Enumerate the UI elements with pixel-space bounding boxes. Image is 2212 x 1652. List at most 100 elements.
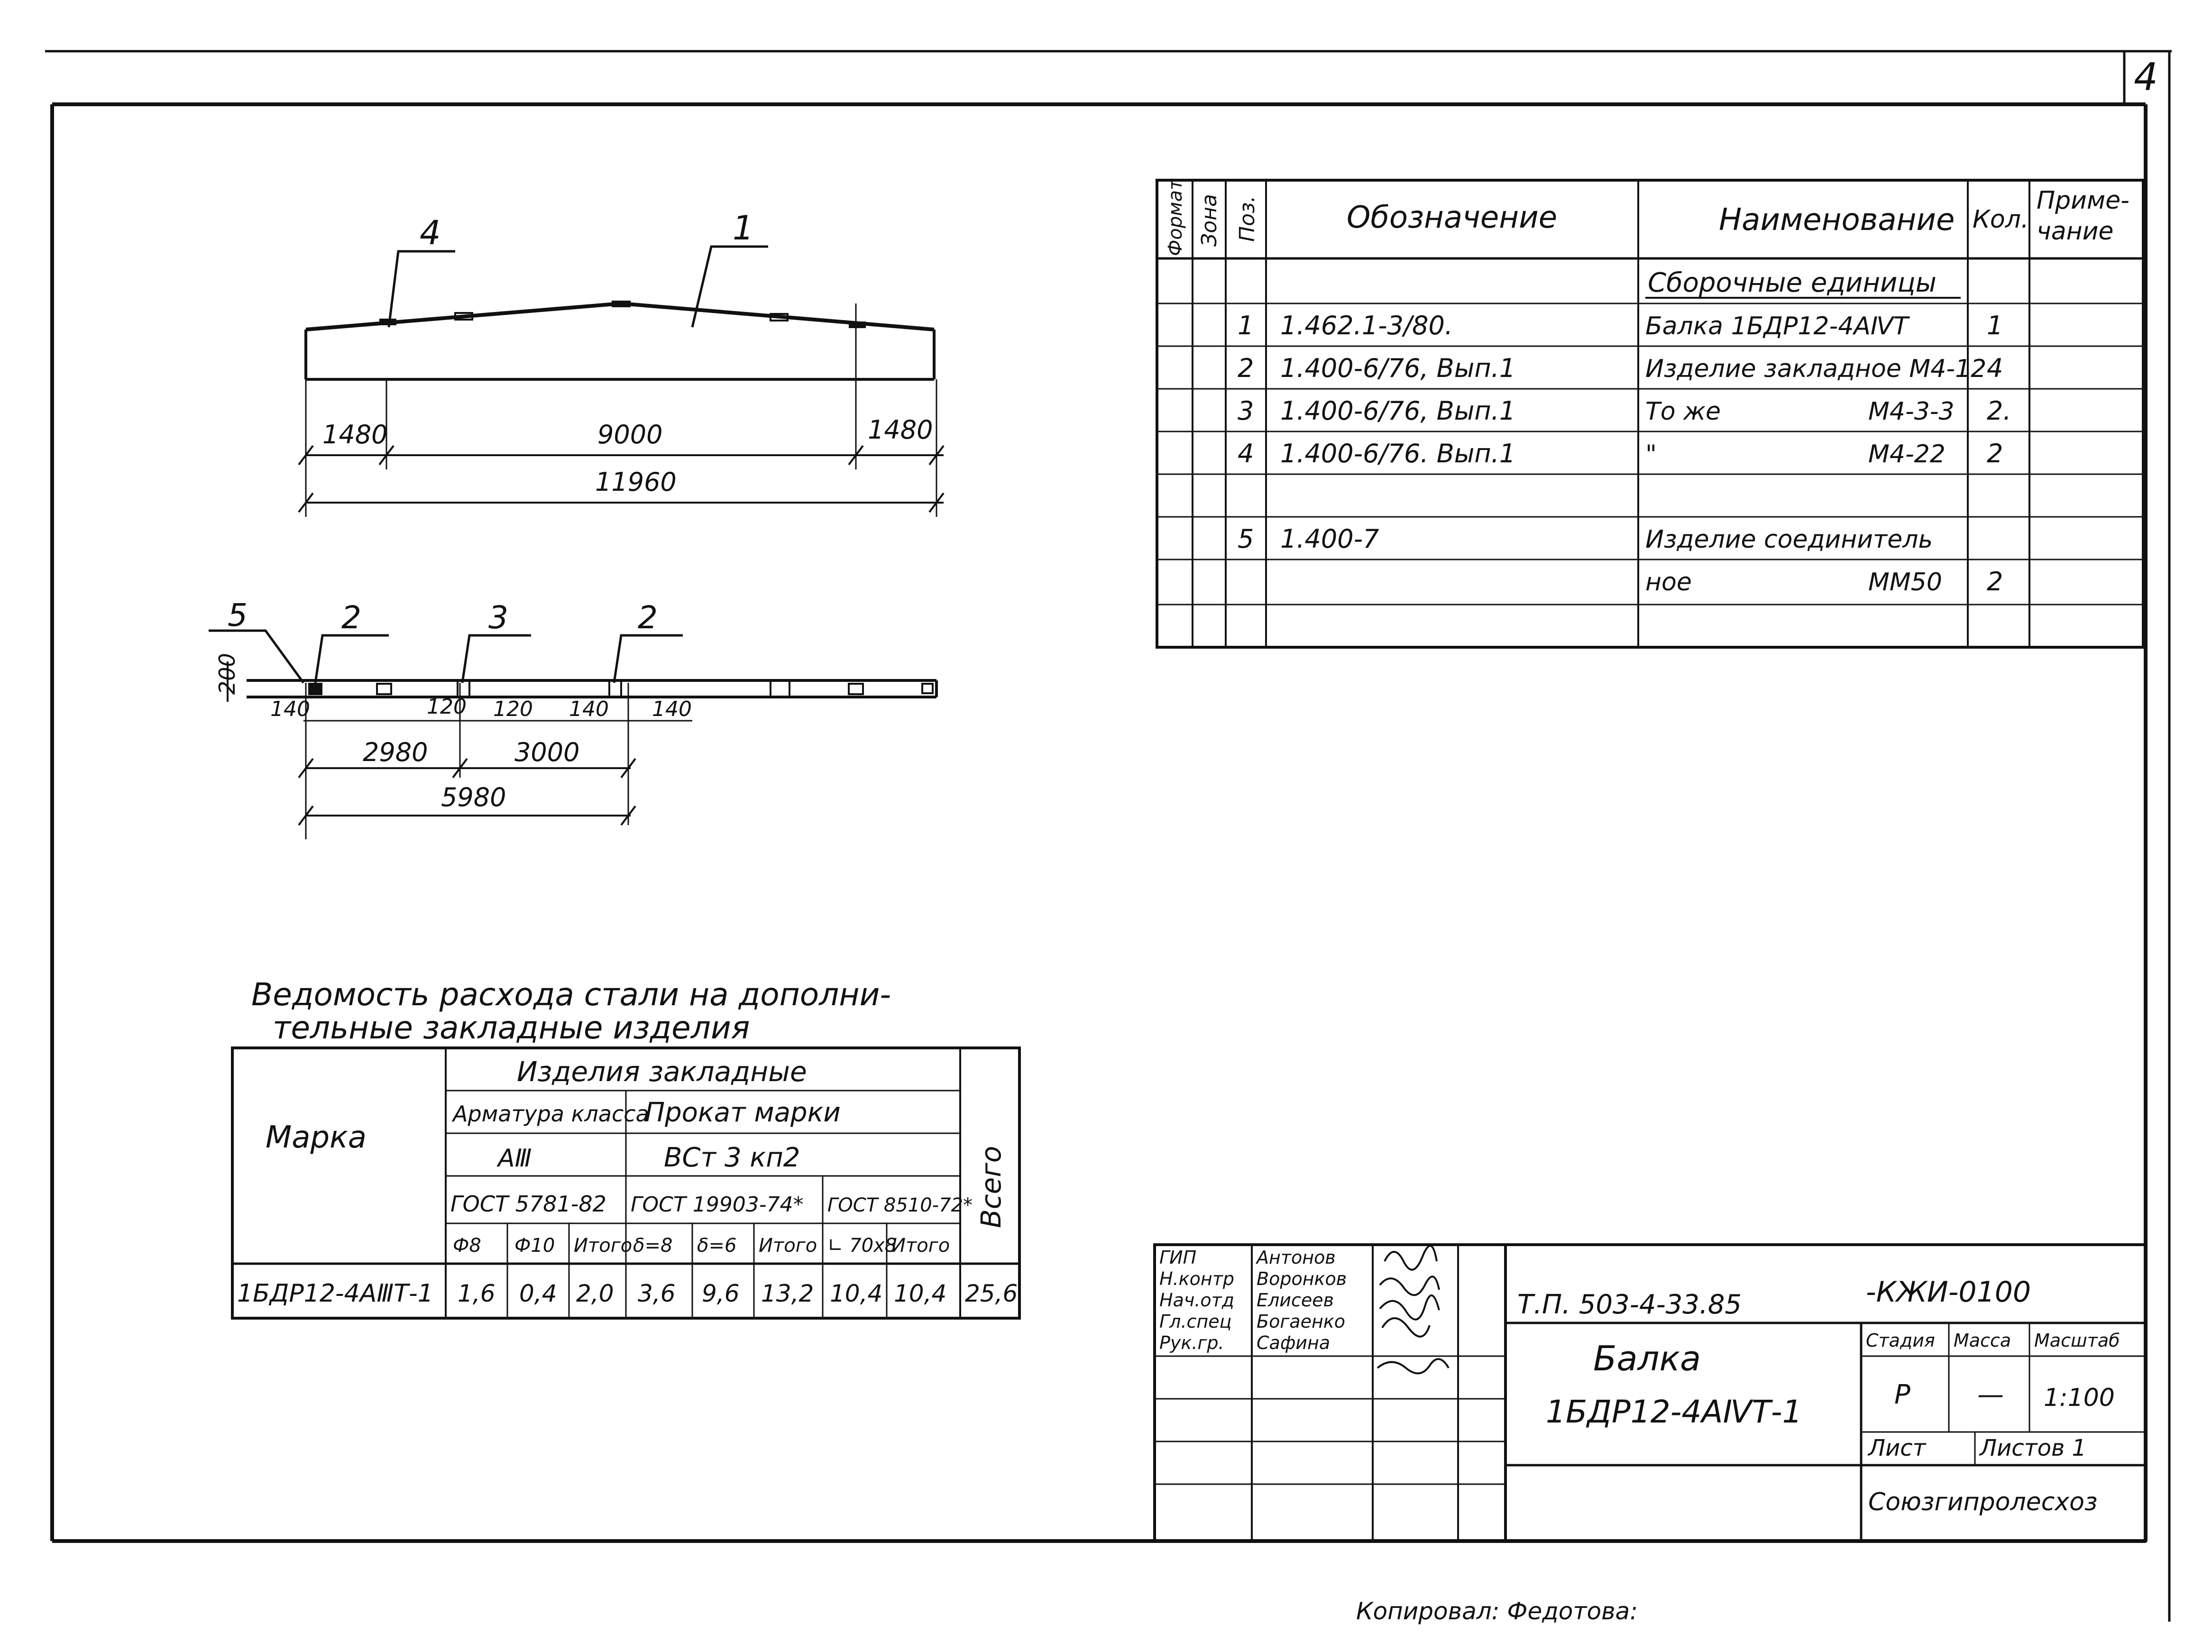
embedded-item-mark	[379, 319, 396, 325]
mass-label: Масса	[1954, 1330, 2011, 1351]
dimension-label: 1480	[868, 415, 933, 445]
leader-label-bottom: 3	[488, 599, 508, 636]
tb-role: Рук.гр.	[1159, 1332, 1224, 1353]
organization: Союзгипролесхоз	[1868, 1488, 2098, 1516]
embedded-item-mark	[454, 312, 473, 321]
specification-table	[1156, 179, 2145, 649]
section-title: Сборочные единицы	[1648, 267, 1937, 298]
spec-designation: 1.400-6/76, Вып.1	[1280, 396, 1515, 426]
leader-label-top: 1	[733, 209, 754, 248]
steel-value: 0,4	[519, 1280, 557, 1307]
spec-name: Изделие закладное М4-12	[1645, 355, 1986, 383]
tb-name: Воронков	[1257, 1268, 1347, 1289]
spec-pos: 3	[1238, 396, 1254, 426]
rebar-class: Арматура класса	[451, 1101, 649, 1127]
steel-table-title: Ведомость расхода стали на дополни-	[251, 976, 891, 1013]
steel-value: 9,6	[702, 1280, 740, 1307]
drawing-title: Балка	[1593, 1339, 1701, 1378]
title-block	[1153, 1243, 2147, 1542]
tb-name: Антонов	[1255, 1247, 1336, 1268]
tb-role: Н.контр	[1159, 1268, 1234, 1289]
spec-pos: 2	[1238, 353, 1254, 383]
tb-name: Сафина	[1257, 1332, 1330, 1353]
leader-label-bottom: 2	[638, 599, 658, 636]
spec-qty: 2	[1987, 567, 2003, 597]
spec-name: Балка 1БДР12-4АⅣТ	[1645, 312, 1910, 340]
rebar-grade: АⅢ	[496, 1144, 532, 1173]
header-qty: Кол.	[1973, 205, 2029, 234]
stage-label: Стадия	[1866, 1330, 1935, 1351]
embedded-item-mark	[612, 301, 631, 307]
header-note: Приме- чание	[2037, 186, 2137, 246]
rolled-gost: ГОСТ 19903-74*	[631, 1193, 804, 1217]
steel-subheader: Итого	[891, 1235, 950, 1257]
spec-designation: 1.400-7	[1280, 524, 1379, 554]
doc-code: -КЖИ-0100	[1866, 1276, 2031, 1309]
sheets-label: Листов 1	[1979, 1435, 2086, 1461]
small-dimension-label: 140	[652, 697, 692, 721]
small-dimension-label: 140	[569, 697, 609, 721]
row-mark: 1БДР12-4АⅢТ-1	[237, 1279, 433, 1308]
tb-name: Елисеев	[1257, 1290, 1334, 1311]
stage-value: Р	[1894, 1379, 1910, 1410]
steel-value: 10,4	[830, 1280, 882, 1307]
dimension-label: 5980	[441, 782, 506, 812]
group-header: Изделия закладные	[517, 1055, 807, 1088]
spec-qty: 2.	[1987, 396, 2011, 426]
dimension-label: 1480	[322, 420, 387, 450]
beam-elevation	[298, 245, 945, 517]
spec-qty: 2	[1987, 439, 2003, 468]
steel-value: 10,4	[894, 1280, 946, 1307]
spec-designation: 1.400-6/76. Вып.1	[1280, 439, 1515, 468]
steel-value: 3,6	[638, 1280, 676, 1307]
spec-pos: 4	[1238, 439, 1254, 468]
tb-name: Богаенко	[1257, 1311, 1345, 1332]
spec-qty: 1	[1987, 311, 2003, 340]
spec-mark: ММ50	[1868, 568, 1942, 597]
col-mark: Марка	[266, 1120, 367, 1155]
spec-qty: 4	[1987, 353, 2003, 383]
signatures	[1377, 1245, 1450, 1375]
spec-name: Изделие соединитель	[1645, 525, 1933, 554]
steel-subheader: Ф10	[514, 1235, 555, 1257]
steel-table-title: тельные закладные изделия	[273, 1010, 750, 1046]
sheet-number: 4	[2134, 55, 2158, 99]
tb-role: Гл.спец	[1159, 1311, 1232, 1332]
mass-value: —	[1977, 1379, 2004, 1410]
steel-subheader: Ф8	[453, 1235, 481, 1257]
dimension-label: 11960	[595, 467, 677, 497]
dimension-label: 3000	[514, 737, 579, 767]
header-format: Формат	[1165, 178, 1186, 256]
spec-pos: 5	[1238, 524, 1254, 554]
rolled-header: Прокат марки	[645, 1097, 841, 1128]
spec-mark: М4-22	[1868, 440, 1946, 468]
scale-label: Масштаб	[2034, 1330, 2120, 1351]
rolled-gost: ГОСТ 8510-72*	[827, 1194, 973, 1216]
rebar-gost: ГОСТ 5781-82	[450, 1191, 606, 1217]
spec-name: "	[1645, 440, 1657, 468]
beam-plan	[209, 629, 938, 839]
spec-name: ное	[1645, 568, 1692, 597]
steel-subheader: Итого	[759, 1235, 817, 1257]
steel-subheader: δ=8	[633, 1235, 672, 1257]
scale-value: 1:100	[2044, 1384, 2115, 1412]
header-name: Наименование	[1719, 202, 1955, 238]
spec-designation: 1.400-6/76, Вып.1	[1280, 353, 1515, 383]
steel-subheader: ∟ 70х8	[827, 1235, 897, 1257]
copied-by: Копировал: Федотова:	[1356, 1597, 1638, 1625]
small-dimension-label: 140	[270, 697, 310, 721]
project-code: Т.П. 503-4-33.85	[1517, 1289, 1742, 1320]
header-pos: Поз.	[1235, 196, 1259, 242]
steel-value: 2,0	[576, 1280, 614, 1307]
sheet-label: Лист	[1867, 1435, 1927, 1461]
header-designation: Обозначение	[1347, 200, 1557, 235]
leader-label-bottom: 2	[341, 599, 361, 636]
leader-label-bottom: 5	[228, 597, 248, 633]
header-note-line: чание	[2037, 217, 2113, 246]
steel-value: 25,6	[965, 1280, 1018, 1307]
tb-role: Нач.отд	[1159, 1290, 1234, 1311]
